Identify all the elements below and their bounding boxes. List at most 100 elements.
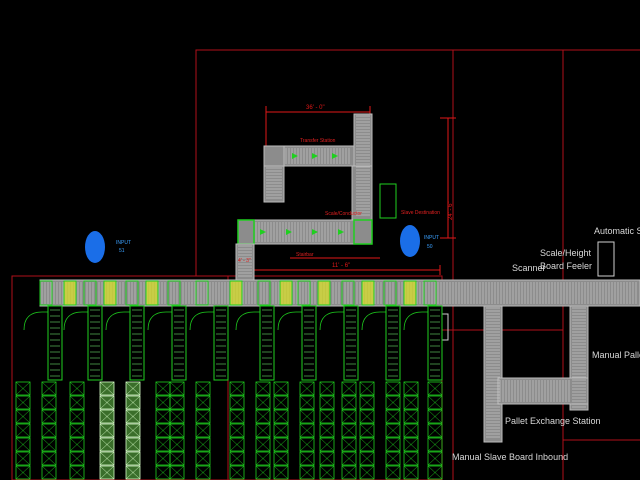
rack-brace [69, 437, 85, 452]
rack-brace [427, 381, 443, 396]
slave-destination-box [379, 183, 397, 219]
label-board-feeler: Board Feeler [540, 261, 592, 271]
rack-cell [359, 409, 375, 424]
rack-cell [299, 437, 315, 452]
lane-curve [361, 311, 386, 331]
rack-cell [385, 423, 401, 438]
flow-arrows [260, 153, 344, 235]
rack-cell [273, 381, 289, 396]
rack-brace [427, 409, 443, 424]
rack-cell [359, 395, 375, 410]
rack-brace [41, 409, 57, 424]
rack-cell [319, 395, 335, 410]
rack-brace [169, 423, 185, 438]
rack-cell [403, 451, 419, 466]
rack-cell [319, 451, 335, 466]
rack-cell [403, 409, 419, 424]
rack-brace [359, 409, 375, 424]
pallet-exchange-loop [441, 241, 615, 443]
rack-cell [229, 423, 245, 438]
rack-cell [41, 423, 57, 438]
rack-brace [155, 381, 171, 396]
rack-brace [273, 423, 289, 438]
rack-cell [41, 465, 57, 480]
rack-brace [229, 451, 245, 466]
rack-brace [41, 395, 57, 410]
rack-brace [41, 423, 57, 438]
rack-cell [341, 451, 357, 466]
rack-brace [319, 409, 335, 424]
rack-brace [299, 465, 315, 480]
rack-brace [125, 451, 141, 466]
station-block [229, 280, 243, 306]
rack-brace [319, 437, 335, 452]
rack-brace [385, 395, 401, 410]
rack-brace [255, 451, 271, 466]
rack-brace [41, 381, 57, 396]
rack-brace [255, 381, 271, 396]
rack-cell [427, 451, 443, 466]
rack-brace [15, 465, 31, 480]
rack-cell [69, 465, 85, 480]
rack-brace [299, 437, 315, 452]
rack-cell [229, 381, 245, 396]
drop-lane [385, 305, 401, 381]
rack-cell [403, 437, 419, 452]
rack-brace [385, 465, 401, 480]
rack-cell [299, 381, 315, 396]
rack-brace [169, 381, 185, 396]
rack-brace [359, 465, 375, 480]
rack-brace [125, 409, 141, 424]
rack-brace [125, 395, 141, 410]
station-block [39, 280, 53, 306]
station-block [145, 280, 159, 306]
rack-cell [229, 409, 245, 424]
rack-cell [255, 395, 271, 410]
rack-brace [427, 395, 443, 410]
rack-brace [169, 451, 185, 466]
rack-brace [319, 423, 335, 438]
station-block [279, 280, 293, 306]
rack-brace [155, 465, 171, 480]
label-scale-height: Scale/Height [540, 248, 592, 258]
rack-cell [359, 451, 375, 466]
rack-brace [229, 381, 245, 396]
station-block [403, 280, 417, 306]
rack-brace [385, 381, 401, 396]
label-automatic-slave: Automatic Slave [594, 226, 640, 236]
rack-brace [99, 423, 115, 438]
rack-cell [169, 423, 185, 438]
rack-cell [385, 409, 401, 424]
drop-lane [171, 305, 187, 381]
input-51-marker [85, 231, 105, 263]
rack-brace [125, 465, 141, 480]
rack-brace [319, 381, 335, 396]
label-scanner: Scanner [512, 263, 546, 273]
drop-lane [301, 305, 317, 381]
rack-cell [341, 381, 357, 396]
rack-cell [195, 423, 211, 438]
rack-brace [385, 451, 401, 466]
drop-lane [47, 305, 63, 381]
station-block [167, 280, 181, 306]
rack-brace [359, 437, 375, 452]
rack-brace [195, 409, 211, 424]
rack-cell [359, 381, 375, 396]
rack-cell [41, 437, 57, 452]
rack-cell [273, 395, 289, 410]
rack-brace [255, 423, 271, 438]
mid-conveyor [237, 219, 373, 245]
input-50-marker [400, 225, 420, 257]
dim-right-text: 24' - 6" [448, 201, 454, 220]
flow-arrow [312, 153, 318, 159]
rack-cell [15, 451, 31, 466]
rack-cell [15, 409, 31, 424]
rack-brace [69, 423, 85, 438]
rack-cell [385, 465, 401, 480]
flow-arrow [292, 153, 298, 159]
rack-brace [69, 395, 85, 410]
rack-cell [319, 437, 335, 452]
station-block [195, 280, 209, 306]
rack-brace [69, 381, 85, 396]
dim-small-text: 4' - 3" [238, 258, 251, 264]
